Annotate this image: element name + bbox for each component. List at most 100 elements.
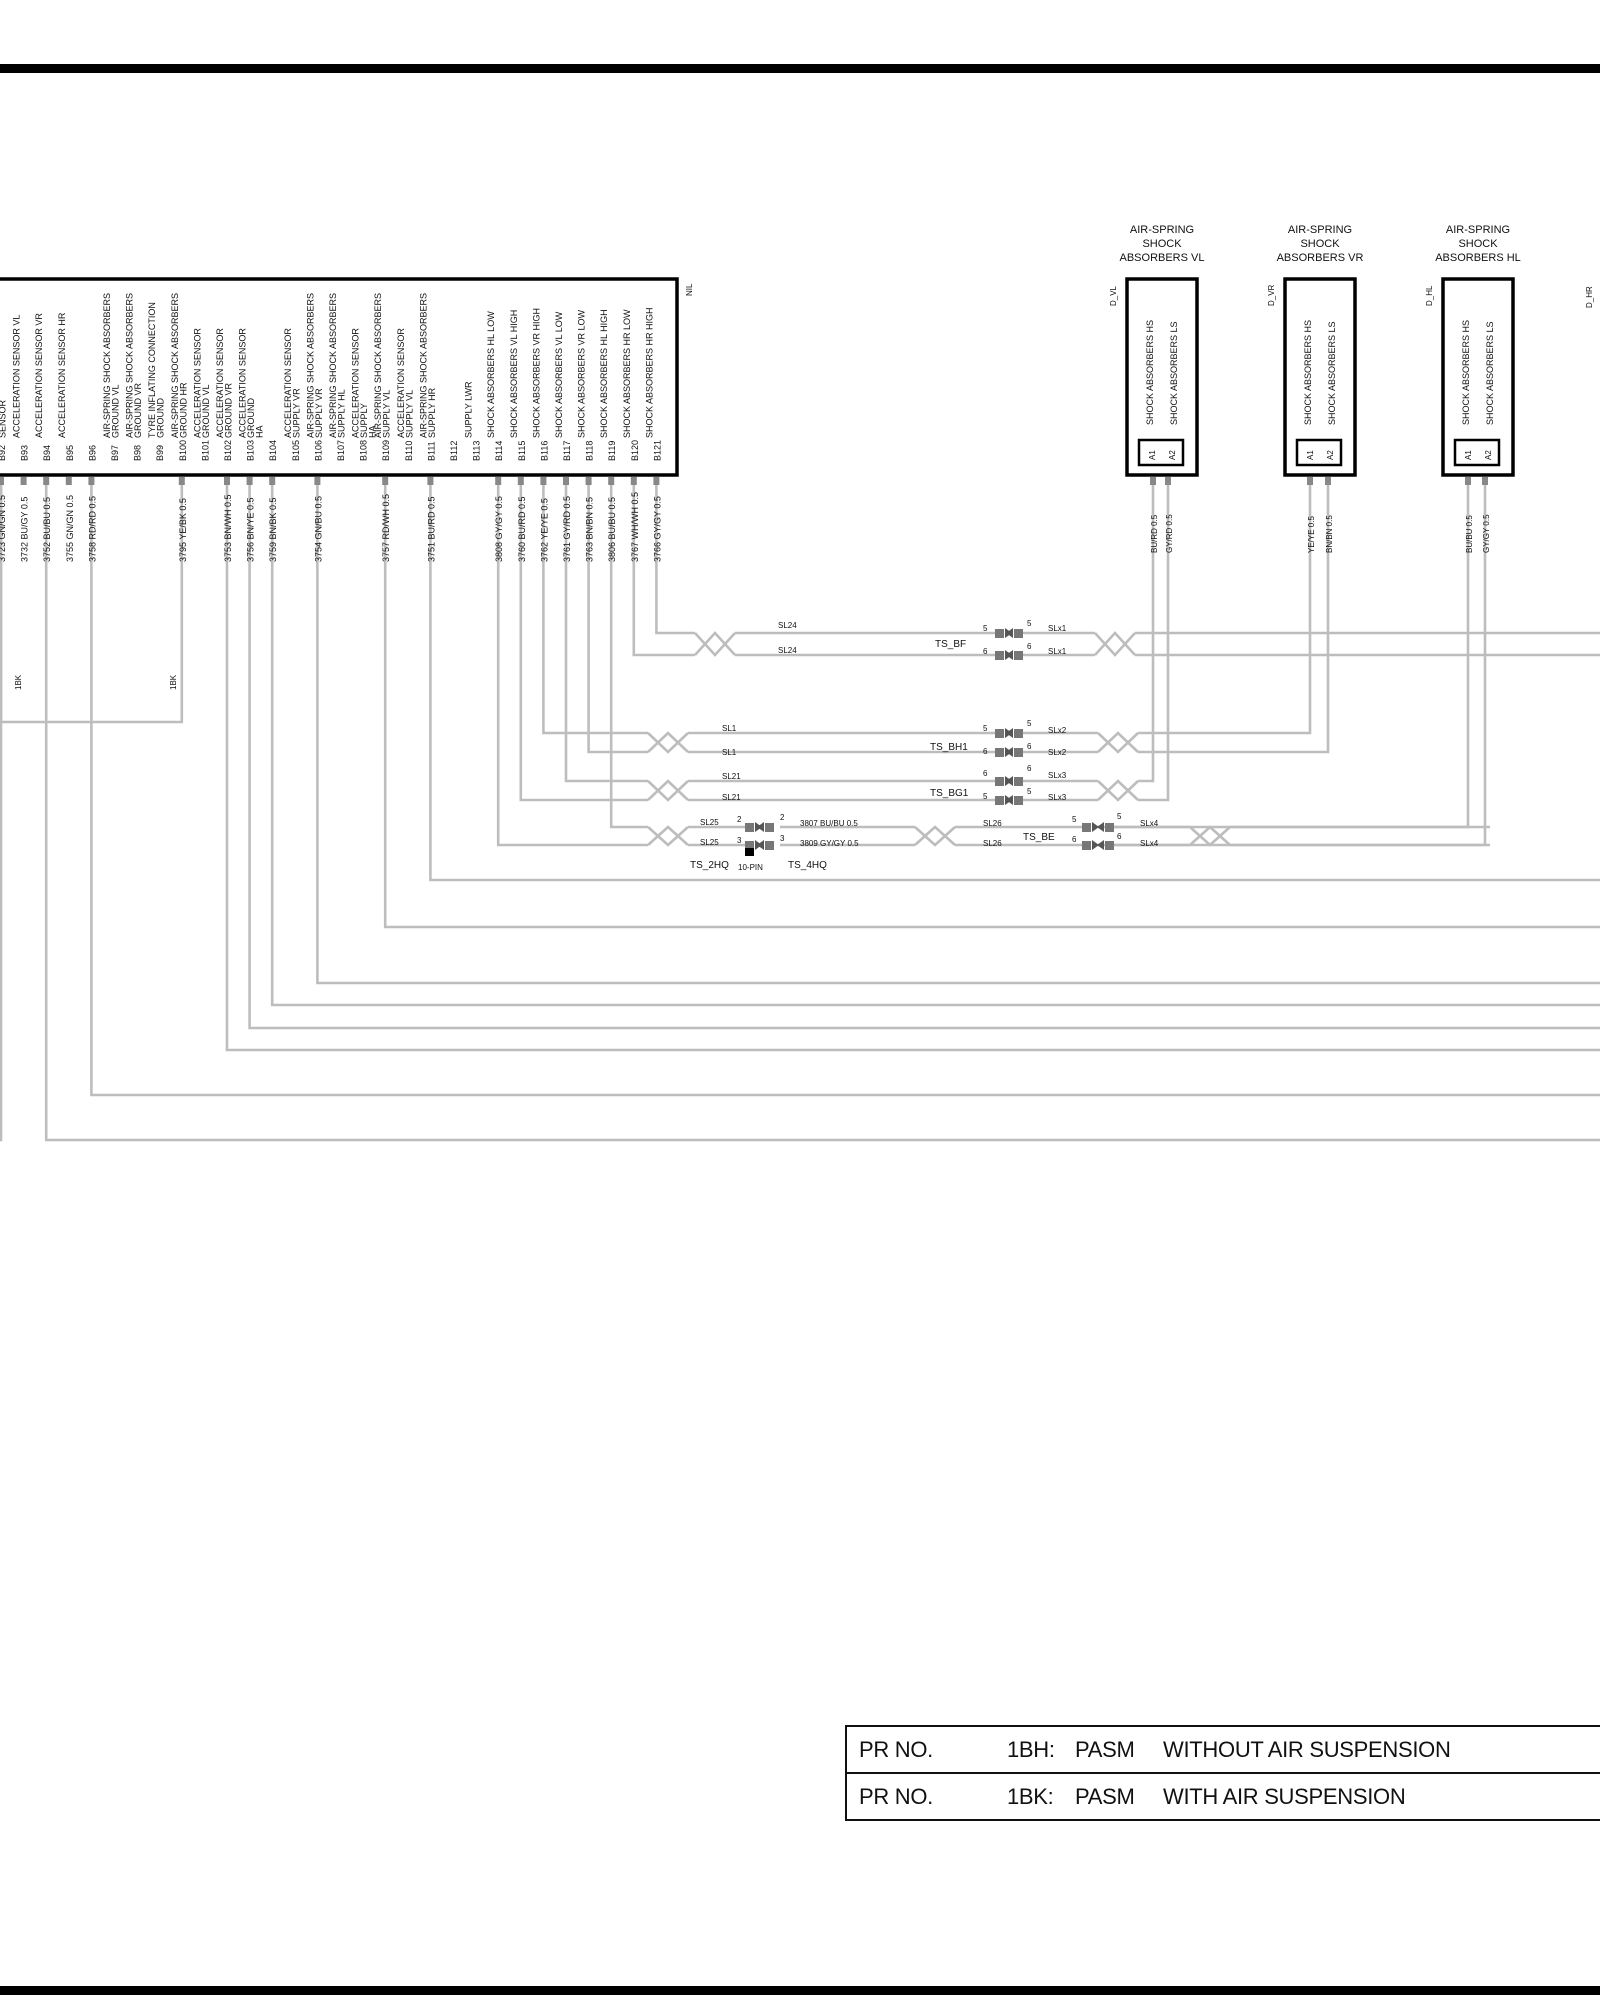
wire-path xyxy=(655,485,695,635)
connector-pin-arrow xyxy=(1092,822,1099,832)
wire-path xyxy=(0,485,3,1142)
pin-label: B118 xyxy=(585,441,595,461)
pin-description: SHOCK ABSORBERS VL LOW xyxy=(554,311,564,438)
pin-number: 6 xyxy=(1117,832,1122,841)
pin-number: 5 xyxy=(983,792,988,801)
pin-description: GROUND VL xyxy=(111,384,121,438)
connector-pin xyxy=(995,651,1004,660)
legend-system: PASM xyxy=(1075,1783,1135,1809)
wire-path xyxy=(647,731,689,753)
pin-label: B92 xyxy=(0,445,7,461)
pin-terminal xyxy=(382,477,389,485)
connector-pin xyxy=(1014,748,1023,757)
wire-path xyxy=(44,485,1600,1142)
wire-path xyxy=(1138,485,1330,754)
wire-path xyxy=(270,485,1600,1007)
pin-description: AIR-SPRING SHOCK ABSORBERS xyxy=(305,293,315,438)
shock-title: AIR-SPRING xyxy=(1288,224,1352,236)
wire-path xyxy=(225,485,1600,1052)
wire-path xyxy=(1097,732,1139,754)
pin-terminal xyxy=(540,477,547,485)
pin-description: GROUND HR xyxy=(178,382,188,438)
pin-label: B98 xyxy=(133,445,143,461)
legend-pr-label: PR NO. xyxy=(859,1783,933,1809)
pin-label: B109 xyxy=(381,440,391,461)
pin-description: ACCELERATION SENSOR xyxy=(192,328,202,438)
wire-path xyxy=(1094,632,1136,657)
shock-wire-label: GY/GY 0.5 xyxy=(1482,514,1491,553)
pin-label: B93 xyxy=(20,445,30,461)
wire-label: 3766 GY/GY 0.5 xyxy=(652,496,662,562)
pin-terminal xyxy=(1307,477,1313,485)
wire-label: 3753 BN/WH 0.5 xyxy=(223,494,233,562)
pin-terminal xyxy=(0,477,4,485)
pin-number: 5 xyxy=(1027,619,1032,628)
pin-description: SUPPLY xyxy=(359,403,369,438)
wire-tag: SLx2 xyxy=(1048,748,1067,757)
pin-terminal xyxy=(224,477,230,485)
wire-label: 3757 RD/WH 0.5 xyxy=(381,494,391,562)
pin-terminal xyxy=(563,477,569,485)
wire-path xyxy=(647,732,689,754)
wire-tag: SL24 xyxy=(778,621,797,630)
connector-pin xyxy=(1082,823,1091,832)
wire-path xyxy=(647,779,689,801)
wire-tag: SLx3 xyxy=(1048,793,1067,802)
pin-terminal xyxy=(1150,477,1156,485)
pin-description: GROUND VR xyxy=(133,382,143,438)
pin-description: SUPPLY VR xyxy=(314,388,324,438)
wire-label: 3808 GY/GY 0.5 xyxy=(494,496,504,562)
wire-label: 3767 WH/WH 0.5 xyxy=(630,492,640,562)
pin-description: AIR-SPRING SHOCK ABSORBERS xyxy=(328,293,338,438)
shock-title: SHOCK xyxy=(1458,238,1498,250)
wire-path xyxy=(1138,485,1155,783)
wire-label: 3754 GN/BU 0.5 xyxy=(313,496,323,562)
connector-pin-arrow xyxy=(1006,747,1013,757)
shock-title: ABSORBERS VR xyxy=(1277,252,1364,264)
wire-path xyxy=(647,780,689,802)
pin-description: AIR-SPRING SHOCK ABSORBERS xyxy=(373,293,383,438)
wire-tag: SL1 xyxy=(722,724,737,733)
pin-label: B102 xyxy=(223,440,233,461)
pin-number: 5 xyxy=(1072,815,1077,824)
pin-number: 6 xyxy=(983,747,988,756)
shock-code: D_VR xyxy=(1267,284,1276,306)
shock-absorber-box xyxy=(1125,277,1199,477)
pin-description: SHOCK ABSORBERS HR LOW xyxy=(622,309,632,438)
wire-path xyxy=(383,485,1600,929)
connector-name: TS_2HQ xyxy=(690,860,729,871)
wire-path xyxy=(587,485,648,754)
pin-label: B111 xyxy=(426,441,436,461)
wire-path xyxy=(1097,731,1139,753)
pin-description: SHOCK ABSORBERS VL HIGH xyxy=(509,310,519,438)
pin-number: 6 xyxy=(1027,642,1032,651)
pin-label: B105 xyxy=(291,440,301,461)
shock-inner-label: SHOCK ABSORBERS LS xyxy=(1327,321,1337,425)
pin-label: B108 xyxy=(359,440,369,461)
wire-path xyxy=(1189,826,1231,847)
connector-pin xyxy=(745,841,754,850)
shock-absorber-box xyxy=(1283,277,1357,477)
connector-pin xyxy=(995,777,1004,786)
connector-pin xyxy=(1082,841,1091,850)
pin-label: B120 xyxy=(630,440,640,461)
connector-pin-arrow xyxy=(1006,650,1013,660)
connector-name: TS_BH1 xyxy=(930,742,968,753)
connector-pin xyxy=(1014,629,1023,638)
wire-label: 3752 BU/BU 0.5 xyxy=(42,497,52,562)
wire-label: 3758 RD/RD 0.5 xyxy=(87,496,97,562)
wire-path xyxy=(564,485,648,783)
shock-wire-label: BN/BN 0.5 xyxy=(1325,515,1334,553)
pin-number: 3 xyxy=(737,836,742,845)
shock-pin-block xyxy=(1295,438,1343,467)
shock-code: D_VL xyxy=(1109,285,1118,306)
pin-number: 5 xyxy=(1117,812,1122,821)
connector-pin xyxy=(1105,841,1114,850)
wire-path xyxy=(1094,631,1136,656)
pin-label: B99 xyxy=(155,445,165,461)
pin-description: AIR-SPRING SHOCK ABSORBERS xyxy=(170,293,180,438)
shock-absorber-box xyxy=(1441,277,1515,477)
pin-description: ACCELERATION SENSOR VL xyxy=(12,315,22,438)
